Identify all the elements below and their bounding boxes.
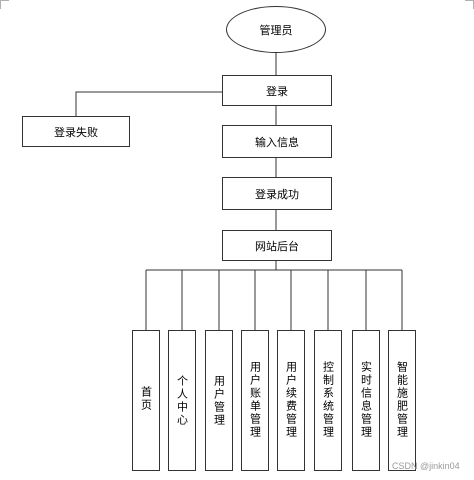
- module-user-management-label: 用户管理: [212, 375, 226, 427]
- module-user-renewal-management: 用户续费管理: [277, 330, 305, 471]
- node-login-fail-label: 登录失败: [54, 125, 98, 139]
- module-personal-center-label: 个人中心: [175, 375, 189, 427]
- module-realtime-info-management-label: 实时信息管理: [359, 361, 373, 439]
- watermark-text: CSDN @jinkin04: [392, 461, 460, 471]
- module-home: 首页: [132, 330, 160, 471]
- node-admin: 管理员: [226, 6, 326, 53]
- module-user-renewal-management-label: 用户续费管理: [284, 361, 298, 439]
- module-personal-center: 个人中心: [168, 330, 196, 471]
- module-user-bill-management: 用户账单管理: [241, 330, 269, 471]
- module-control-system-management-label: 控制系统管理: [321, 361, 335, 439]
- module-user-bill-management-label: 用户账单管理: [248, 361, 262, 439]
- node-admin-label: 管理员: [259, 23, 293, 37]
- node-login: 登录: [222, 75, 332, 106]
- module-realtime-info-management: 实时信息管理: [352, 330, 380, 471]
- node-login-fail: 登录失败: [22, 116, 130, 147]
- module-smart-fertilization-management: 智能施肥管理: [388, 330, 416, 471]
- node-login-success-label: 登录成功: [255, 187, 299, 201]
- node-backend: 网站后台: [222, 230, 332, 261]
- node-input-info-label: 输入信息: [255, 135, 299, 149]
- module-smart-fertilization-management-label: 智能施肥管理: [395, 361, 409, 439]
- module-control-system-management: 控制系统管理: [314, 330, 342, 471]
- node-backend-label: 网站后台: [255, 239, 299, 253]
- corner-mark-left: [0, 0, 9, 9]
- node-login-label: 登录: [266, 84, 288, 98]
- module-home-label: 首页: [139, 386, 153, 412]
- node-input-info: 输入信息: [222, 125, 332, 158]
- node-login-success: 登录成功: [222, 177, 332, 210]
- module-user-management: 用户管理: [205, 330, 233, 471]
- edge-login-fail: [75, 91, 222, 116]
